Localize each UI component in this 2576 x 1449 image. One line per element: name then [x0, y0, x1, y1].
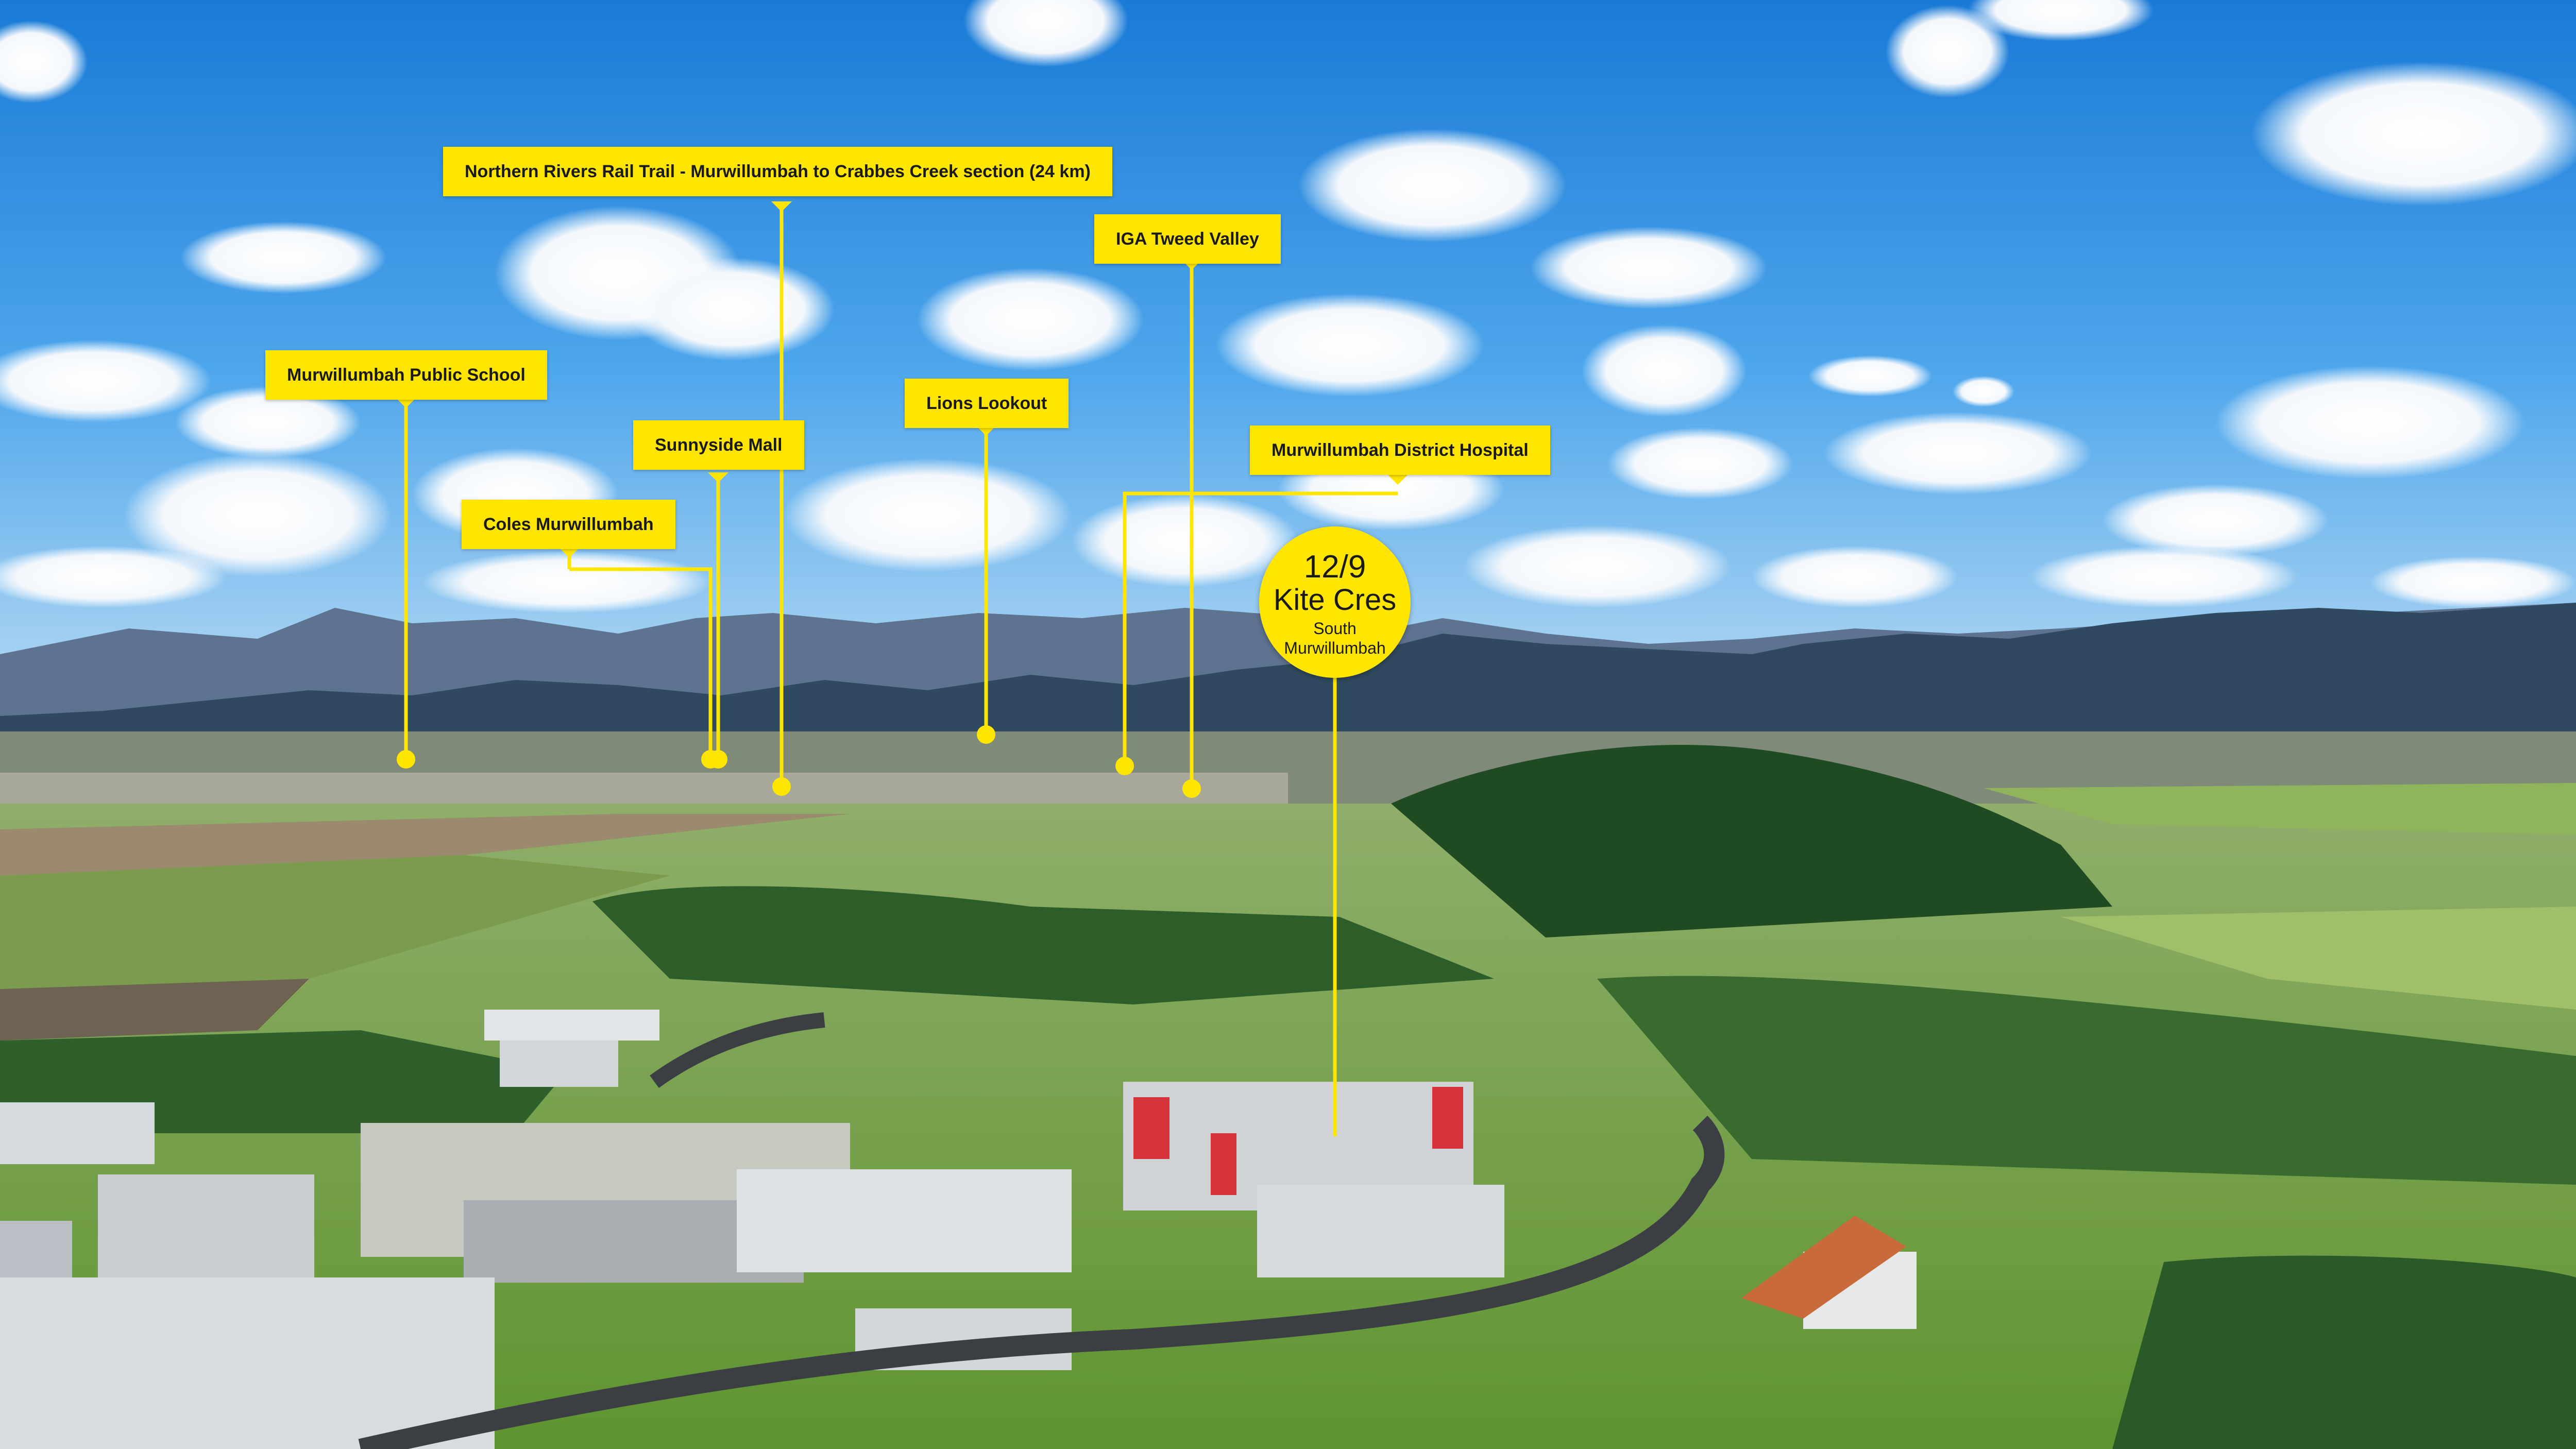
label-iga: IGA Tweed Valley: [1094, 214, 1281, 264]
property-street: Kite Cres: [1273, 583, 1397, 617]
label-rail-trail: Northern Rivers Rail Trail - Murwillumba…: [443, 147, 1112, 196]
property-suburb-line2: Murwillumbah: [1284, 639, 1386, 657]
near-mountains: [0, 603, 2576, 747]
property-address-badge: 12/9 Kite Cres South Murwillumbah: [1259, 526, 1411, 678]
label-public-school: Murwillumbah Public School: [265, 350, 547, 400]
label-sunnyside-mall: Sunnyside Mall: [633, 420, 804, 470]
label-hospital: Murwillumbah District Hospital: [1250, 425, 1550, 475]
property-suburb-line1: South: [1313, 619, 1357, 638]
forest-hill: [1391, 745, 2112, 937]
property-unit: 12/9: [1303, 549, 1366, 585]
clouds: [0, 0, 2576, 613]
label-coles: Coles Murwillumbah: [462, 500, 675, 549]
industrial-buildings: [0, 1010, 1917, 1449]
road: [358, 1115, 1725, 1449]
label-lions-lookout: Lions Lookout: [905, 379, 1069, 428]
